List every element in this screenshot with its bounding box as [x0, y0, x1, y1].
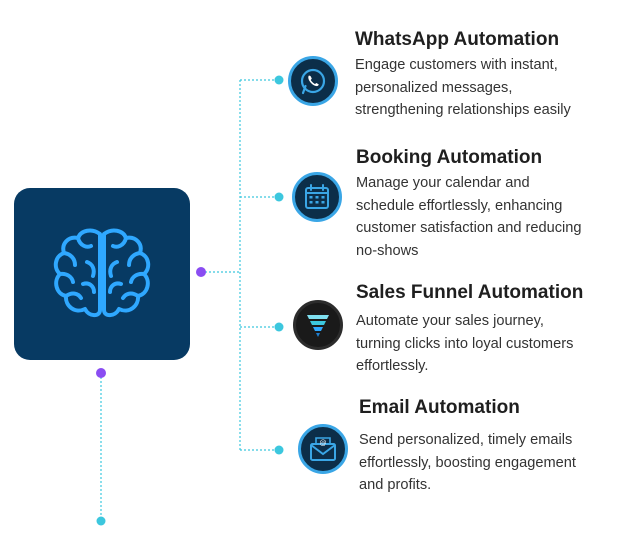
node-dot-booking — [274, 192, 284, 202]
whatsapp-icon — [300, 68, 326, 95]
desc-line: schedule effortlessly, enhancing — [356, 197, 563, 214]
funnel-icon-badge — [293, 300, 343, 350]
desc-line: customer satisfaction and reducing — [356, 220, 582, 236]
feature-title-sales-funnel: Sales Funnel Automation — [356, 282, 584, 303]
desc-line: personalized messages, — [355, 79, 513, 96]
feature-title-booking: Booking Automation — [356, 147, 543, 168]
email-icon-badge: @ — [298, 424, 348, 474]
desc-line: strengthening relationships easily — [355, 102, 571, 118]
feature-title-whatsapp: WhatsApp Automation — [355, 29, 560, 50]
node-dot-whatsapp — [274, 75, 284, 85]
desc-line: Manage your calendar and — [356, 175, 530, 191]
feature-desc-sales-funnel: Automate your sales journey, turning cli… — [356, 310, 573, 378]
desc-line: no-shows — [356, 242, 419, 259]
feature-desc-whatsapp: Engage customers with instant, personali… — [355, 54, 571, 122]
desc-line: Send personalized, timely emails — [359, 432, 573, 448]
feature-desc-email: Send personalized, timely emails effortl… — [359, 429, 576, 497]
desc-line: Automate your sales journey, — [356, 313, 544, 329]
funnel-icon — [307, 315, 329, 337]
feature-title-email: Email Automation — [359, 397, 520, 418]
desc-line: turning clicks into loyal customers — [356, 335, 574, 352]
desc-line: Engage customers with instant, — [355, 57, 558, 73]
desc-line: effortlessly. — [356, 358, 429, 374]
node-dot-sales-funnel — [274, 322, 284, 332]
whatsapp-icon-badge — [288, 56, 338, 106]
node-dot-brain-bottom — [96, 368, 106, 378]
desc-line: effortlessly, boosting engagement — [359, 454, 576, 471]
email-icon: @ — [310, 437, 336, 461]
node-dot-hub — [196, 267, 206, 277]
svg-text:@: @ — [320, 439, 327, 447]
node-dot-email — [274, 445, 284, 455]
desc-line: and profits. — [359, 477, 432, 493]
calendar-icon-badge — [292, 172, 342, 222]
feature-desc-booking: Manage your calendar and schedule effort… — [356, 172, 582, 262]
calendar-icon — [305, 184, 329, 209]
node-dot-bottom — [96, 516, 106, 526]
brain-panel — [14, 188, 190, 360]
brain-icon — [53, 228, 151, 318]
